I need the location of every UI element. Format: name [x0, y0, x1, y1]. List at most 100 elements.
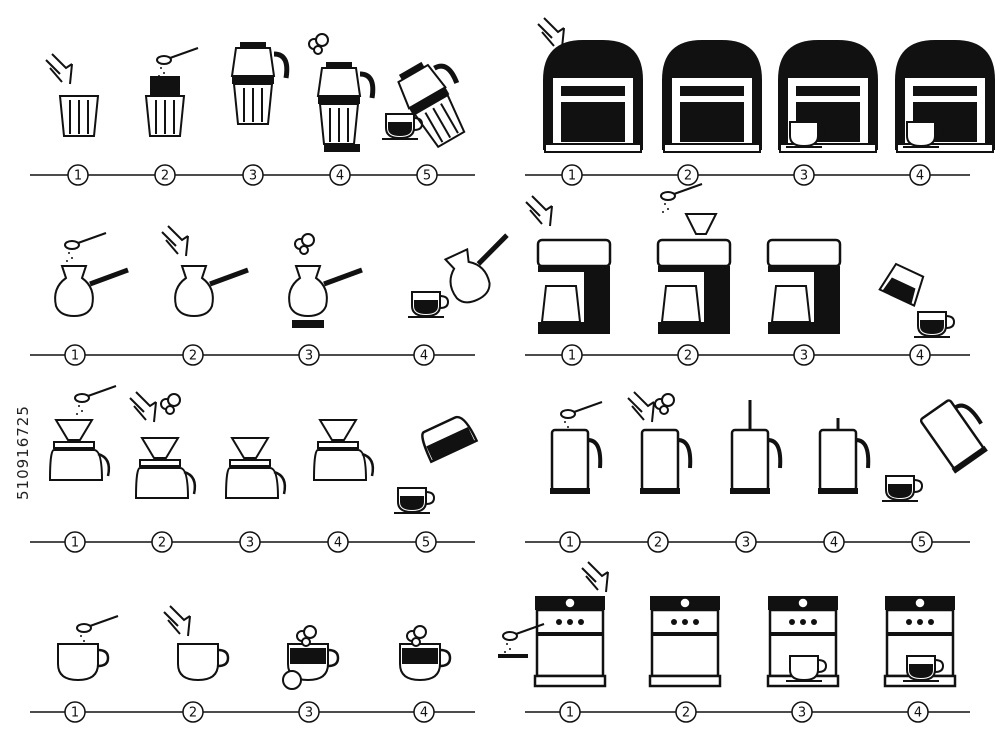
drip-step2-spoon-icon	[660, 183, 703, 214]
frenchpress-step4-icon	[816, 428, 871, 496]
instant-step2-mug-icon	[176, 642, 230, 682]
instant-coffee-step-4-marker: 4	[413, 701, 435, 723]
capsule-machine-step-1-marker: 1	[561, 164, 583, 186]
instant-panel	[30, 605, 475, 713]
cezve-step3-burner-icon	[292, 320, 324, 328]
step-number: 3	[742, 536, 750, 551]
pour-over-step-4-marker: 4	[327, 531, 349, 553]
step-number: 4	[420, 349, 428, 364]
step-number: 5	[422, 536, 430, 551]
moka-step1-base-icon	[59, 95, 99, 137]
turkish-cezve-step-3-marker: 3	[298, 344, 320, 366]
french-press-step-5-marker: 5	[911, 531, 933, 553]
moka-step4-burner-icon	[324, 144, 360, 152]
step-circle	[647, 531, 669, 553]
drip-coffee-maker-step-2-marker: 2	[677, 344, 699, 366]
step-number: 3	[305, 349, 313, 364]
step-circle	[677, 344, 699, 366]
instant-coffee-step-3-marker: 3	[298, 701, 320, 723]
frenchpress-panel	[525, 390, 999, 543]
step-number: 4	[336, 169, 344, 184]
step-circle	[64, 531, 86, 553]
moka-step2-base-icon	[145, 95, 185, 137]
pourover-step2-pour-icon	[129, 391, 157, 423]
pourover-step5-carafe-icon	[421, 415, 479, 464]
moka-pot-step-2-marker: 2	[154, 164, 176, 186]
moka-step2-spoon-icon	[156, 47, 199, 78]
frenchpress-step1-icon	[548, 428, 603, 496]
frenchpress-step5-press-icon	[916, 390, 999, 476]
drip-coffee-maker-step-1-marker: 1	[561, 344, 583, 366]
step-circle	[182, 344, 204, 366]
drip-step2-machine-icon	[656, 238, 732, 336]
frenchpress-step5-cup-icon	[881, 475, 923, 502]
capsule-machine-step-2-marker: 2	[677, 164, 699, 186]
step-number: 1	[566, 706, 574, 721]
instant-coffee-step-1-marker: 1	[64, 701, 86, 723]
step-number: 2	[684, 169, 692, 184]
step-number: 3	[305, 706, 313, 721]
espresso-step2-machine-icon	[648, 594, 722, 688]
step-circle	[675, 701, 697, 723]
moka-pot-step-4-marker: 4	[329, 164, 351, 186]
moka-step4-steam-icon	[308, 33, 329, 55]
espresso-machine-step-2-marker: 2	[675, 701, 697, 723]
step-circle	[793, 344, 815, 366]
moka-step4-pot-icon	[318, 62, 373, 144]
moka-step3-pot-icon	[232, 42, 287, 124]
moka-pot-panel	[30, 33, 480, 176]
frenchpress-step2-pour-icon	[627, 391, 655, 423]
espresso-machine-step-3-marker: 3	[791, 701, 813, 723]
step-circle	[561, 164, 583, 186]
step-circle	[182, 701, 204, 723]
pour-over-step-3-marker: 3	[239, 531, 261, 553]
frenchpress-step2-steam-icon	[654, 393, 675, 415]
step-circle	[327, 531, 349, 553]
moka-pot-step-5-marker: 5	[416, 164, 438, 186]
step-circle	[791, 701, 813, 723]
step-circle	[911, 531, 933, 553]
pourover-step5-cup-icon	[393, 487, 435, 514]
step-number: 5	[918, 536, 926, 551]
step-number: 1	[566, 536, 574, 551]
french-press-step-4-marker: 4	[823, 531, 845, 553]
step-number: 2	[161, 169, 169, 184]
step-circle	[735, 531, 757, 553]
step-circle	[909, 164, 931, 186]
step-number: 3	[249, 169, 257, 184]
step-circle	[239, 531, 261, 553]
drip-step4-cup-icon	[913, 311, 955, 338]
instant-coffee-step-2-marker: 2	[182, 701, 204, 723]
step-number: 4	[420, 706, 428, 721]
step-number: 3	[800, 169, 808, 184]
pourover-step2-icon	[134, 436, 197, 500]
step-number: 4	[334, 536, 342, 551]
cezve-step2-pot-icon	[175, 266, 248, 316]
instant-step4-coffee-icon	[402, 648, 438, 664]
step-circle	[561, 344, 583, 366]
moka-pot-step-3-marker: 3	[242, 164, 264, 186]
capsule-step1-machine-icon	[542, 39, 644, 153]
capsule-machine-step-4-marker: 4	[909, 164, 931, 186]
step-number: 5	[423, 169, 431, 184]
step-circle	[242, 164, 264, 186]
espresso-machine-step-4-marker: 4	[907, 701, 929, 723]
step-number: 2	[158, 536, 166, 551]
step-circle	[823, 531, 845, 553]
frenchpress-step2-icon	[638, 428, 693, 496]
cezve-step1-spoon-icon	[64, 232, 107, 263]
instant-step1-spoon-icon	[76, 615, 119, 646]
image-id-text: 510916725	[14, 405, 32, 500]
capsule-panel	[525, 17, 996, 176]
step-number: 1	[71, 706, 79, 721]
step-number: 4	[916, 169, 924, 184]
step-number: 2	[682, 706, 690, 721]
step-number: 1	[71, 536, 79, 551]
pourover-step4-icon	[312, 418, 375, 482]
capsule-step2-machine-icon	[661, 39, 763, 153]
step-circle	[154, 164, 176, 186]
step-circle	[298, 701, 320, 723]
drip-step4-carafe-icon	[878, 262, 925, 307]
step-circle	[793, 164, 815, 186]
